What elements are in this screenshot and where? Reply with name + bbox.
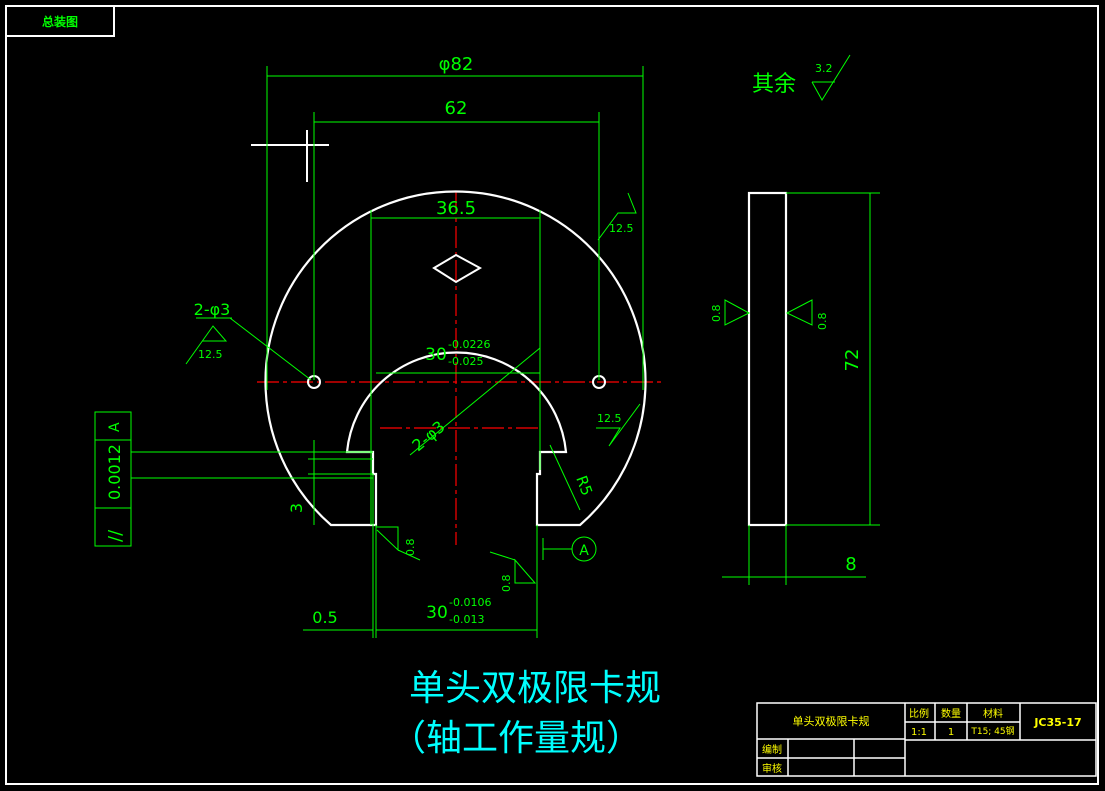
tb-drawing-no: JC35-17 (1033, 716, 1081, 729)
dimension-lines (131, 66, 644, 638)
dim-dia82: φ82 (439, 54, 474, 75)
roughness-rest-value: 3.2 (815, 62, 833, 75)
ra-12-5-a: 12.5 (609, 222, 634, 235)
drawing-frame (5, 5, 1099, 785)
tb-scale-label: 比例 (909, 707, 929, 720)
dim-inner-label: 2-φ3 (408, 417, 448, 455)
tolerance-value: 0.0012 (105, 444, 124, 500)
tb-scale-value: 1:1 (911, 727, 927, 738)
roughness-rest-label: 其余 (752, 72, 796, 97)
corner-stamp: 总装图 (5, 5, 115, 37)
side-view-outline (747, 191, 788, 527)
ra-12-5-b: 12.5 (198, 348, 223, 361)
dim-gauge-lower: 30 -0.0106 -0.013 (426, 596, 491, 626)
title-block (756, 702, 1097, 777)
ra-0-8-b: 0.8 (500, 575, 513, 593)
ra-0-8-c: 0.8 (710, 305, 723, 323)
dim-gauge-upper-top: -0.0226 (448, 338, 490, 351)
drawing-title-line1: 单头双极限卡规 (409, 668, 661, 709)
tolerance-frame (94, 411, 132, 547)
dim-gauge-upper: 30 -0.0226 -0.025 (425, 338, 490, 368)
dim-gauge-lower-top: -0.0106 (449, 596, 491, 609)
ra-0-8-d: 0.8 (816, 313, 829, 331)
dim-8: 8 (845, 554, 856, 575)
dim-0-5: 0.5 (312, 608, 337, 627)
dim-gauge-upper-bot: -0.025 (448, 355, 483, 368)
drawing-title-line2: （轴工作量规） (390, 718, 642, 759)
ra-12-5-c: 12.5 (597, 412, 622, 425)
tb-material-label: 材料 (983, 707, 1003, 720)
dim-gauge-upper-base: 30 (425, 345, 447, 365)
tb-part-name: 单头双极限卡规 (793, 714, 870, 728)
dim-r5: R5 (572, 473, 596, 498)
dim-gauge-lower-base: 30 (426, 603, 448, 623)
dim-36-5: 36.5 (436, 198, 476, 219)
side-view: 72 8 0.8 0.8 (710, 191, 880, 585)
front-view: φ82 62 36.5 2-φ3 30 -0.0226 -0.025 2-φ3 … (94, 54, 851, 638)
roughness-symbols (185, 54, 851, 584)
tb-checked-by: 审核 (762, 762, 782, 775)
gauge-body-outline (264, 190, 647, 527)
dim-gauge-lower-bot: -0.013 (449, 613, 484, 626)
side-dimension-lines (722, 192, 880, 585)
tb-qty-label: 数量 (941, 707, 961, 720)
tb-qty-value: 1 (948, 727, 954, 738)
dim-72: 72 (842, 349, 863, 372)
tb-drawn-by: 编制 (762, 743, 782, 756)
centerlines (257, 192, 665, 545)
diamond-mark (432, 253, 483, 284)
corner-stamp-text: 总装图 (42, 14, 78, 29)
tb-material-value: T15; 45钢 (970, 725, 1014, 737)
dim-holes-label: 2-φ3 (194, 300, 231, 319)
ra-0-8-a: 0.8 (404, 539, 417, 557)
tolerance-datum: A (107, 422, 123, 432)
crosshair-cursor (251, 130, 329, 182)
datum-marker-letter: A (579, 543, 589, 559)
dim-62: 62 (445, 98, 468, 119)
tolerance-symbol: // (105, 529, 126, 542)
dim-3: 3 (287, 503, 306, 513)
